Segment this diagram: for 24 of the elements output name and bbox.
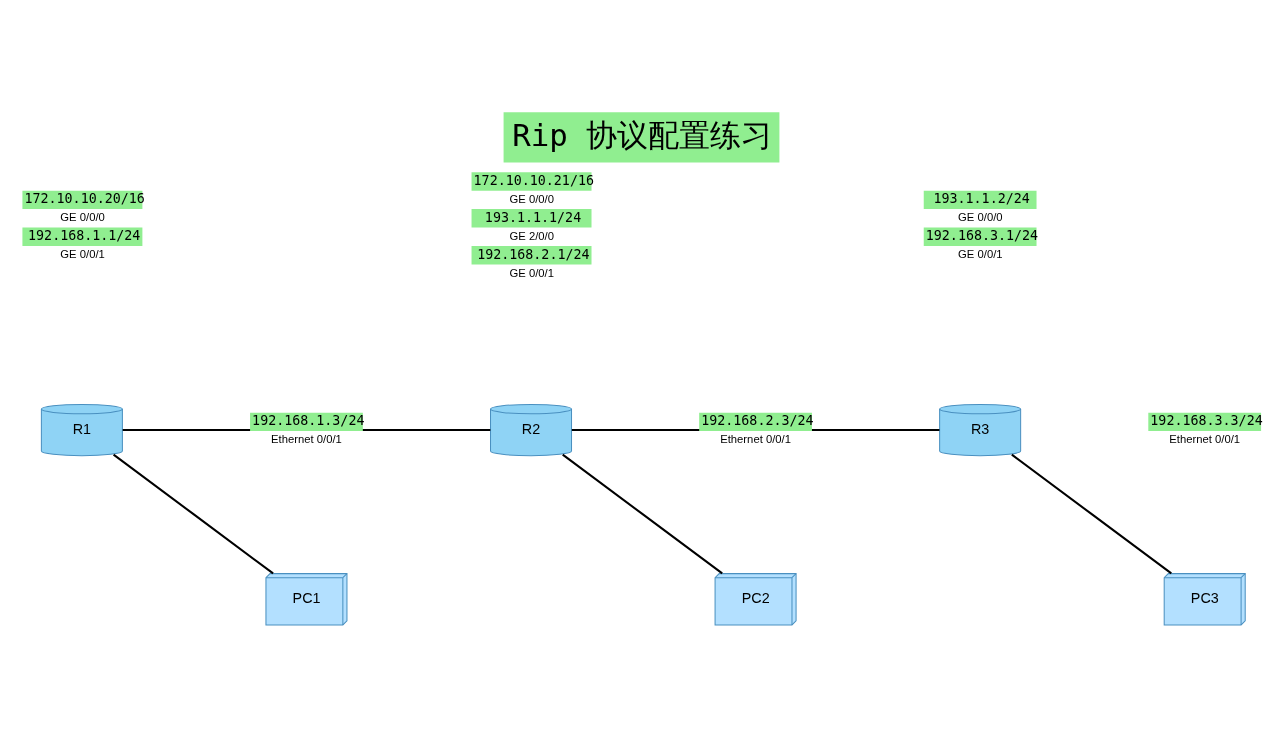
diagram-title: Rip 协议配置练习 [512,116,773,153]
node-label: Ethernet 0/0/1 [1169,433,1241,446]
node-label: 193.1.1.1/24 [484,209,582,225]
connector [562,453,723,575]
node-label: GE 0/0/1 [60,248,105,261]
node-label: GE 0/0/0 [60,211,105,224]
node-label: Ethernet 0/0/1 [720,433,791,446]
node-label: GE 0/0/0 [958,211,1003,224]
connector [1011,453,1172,575]
node-label: GE 2/0/0 [509,229,554,242]
node-label: GE 0/0/1 [958,248,1003,261]
node-label: 192.168.1.1/24 [28,228,141,244]
node-label: GE 0/0/0 [509,192,554,205]
node-label: 192.168.2.3/24 [701,413,814,429]
node-label: GE 0/0/1 [509,266,554,279]
node-label: 192.168.2.1/24 [477,246,590,262]
node-label: Ethernet 0/0/1 [271,433,342,446]
node-label: 193.1.1.2/24 [933,191,1030,207]
node-label: 172.10.10.20/16 [24,191,145,207]
connector [112,453,274,575]
node-label: 192.168.3.1/24 [925,228,1039,244]
node-label: 172.10.10.21/16 [473,172,594,188]
node-label: 192.168.3.3/24 [1150,413,1263,429]
node-label: 192.168.1.3/24 [252,413,365,429]
